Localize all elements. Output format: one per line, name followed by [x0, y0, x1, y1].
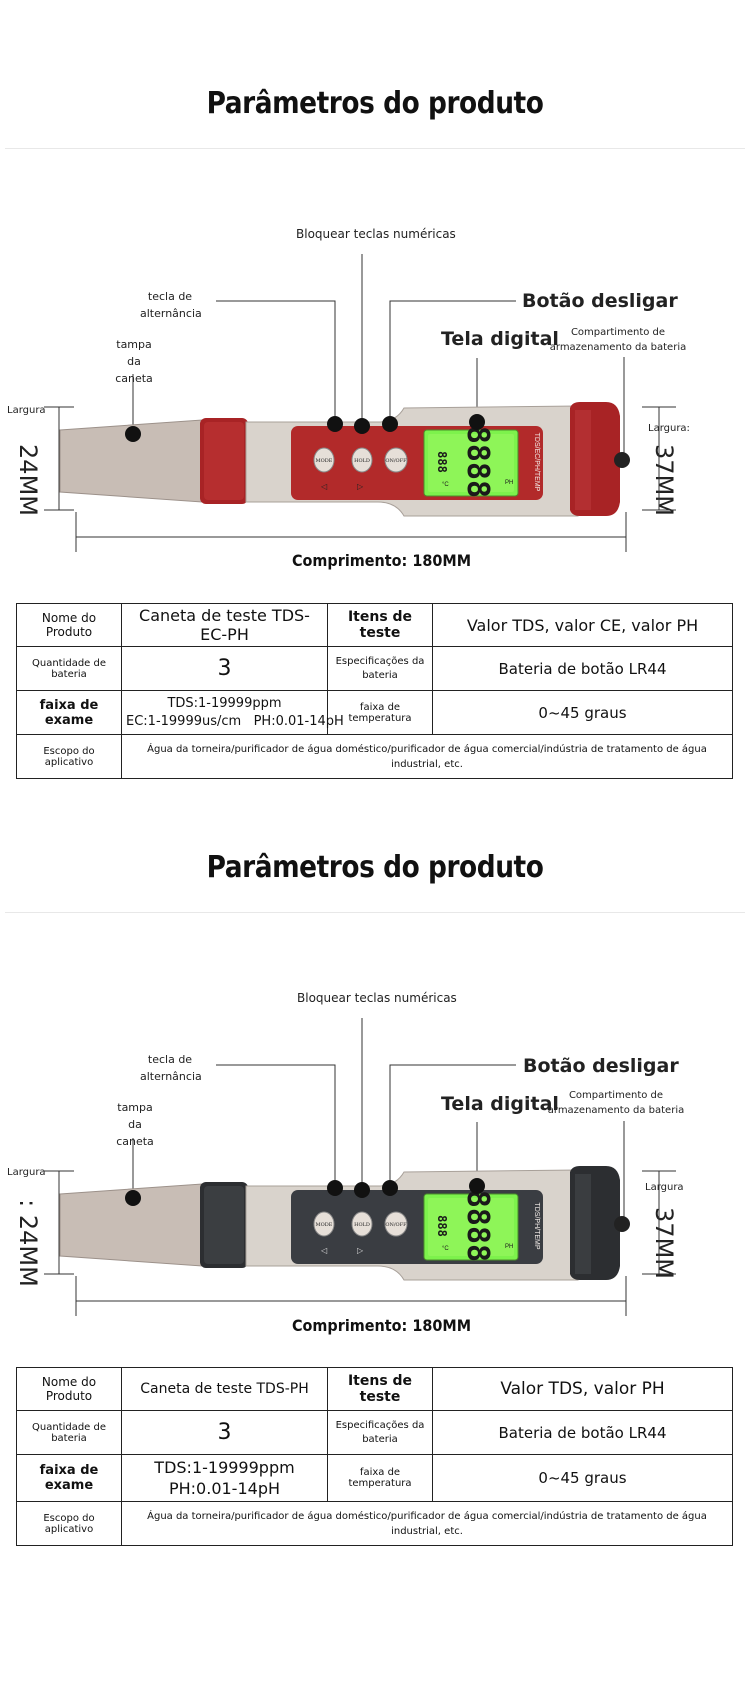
cell-key: Itens de teste — [327, 1367, 433, 1411]
cell-value: 0~45 graus — [432, 1454, 733, 1502]
svg-text:TDS/PH/TEMP: TDS/PH/TEMP — [533, 1202, 540, 1249]
battery-compartment-label: Compartimento de armazenamento da bateri… — [549, 327, 687, 353]
toggle-key-label: tecla de alternância — [140, 1053, 202, 1083]
cell-key: Escopo do aplicativo — [16, 734, 122, 779]
cell-value: 0~45 graus — [432, 690, 733, 735]
params-table: Nome do Produto Caneta de teste TDS-EC-P… — [16, 603, 733, 779]
table-row: Quantidade de bateria 3 Especificações d… — [16, 646, 733, 691]
divider — [5, 912, 745, 913]
svg-text:888: 888 — [435, 1215, 449, 1237]
cell-key: faixa de temperatura — [327, 1454, 433, 1502]
battery-cap — [570, 1166, 620, 1280]
pen-cap-label: tampa da caneta — [115, 338, 153, 385]
svg-text:TDS/EC/PH/TEMP: TDS/EC/PH/TEMP — [533, 433, 540, 492]
svg-text:°C: °C — [442, 1246, 449, 1252]
cell-key: Especificações da bateria — [327, 646, 433, 691]
length-label: Comprimento: 180MM — [291, 551, 472, 570]
cell-value: 3 — [121, 1410, 328, 1455]
cell-value: Água da torneira/purificador de água dom… — [121, 734, 733, 779]
table-row: Escopo do aplicativo Água da torneira/pu… — [16, 734, 733, 779]
cell-value: Valor TDS, valor PH — [432, 1367, 733, 1411]
svg-text:ON/OFF: ON/OFF — [385, 1222, 407, 1228]
cell-key: Quantidade de bateria — [16, 646, 122, 691]
svg-text:◁: ◁ — [321, 482, 328, 491]
toggle-key-label: tecla de alternância — [140, 290, 202, 320]
svg-text:8888: 8888 — [460, 1190, 495, 1262]
width-label-left: Largura — [7, 405, 46, 416]
product-section-1: Parâmetros do produto Bloquear teclas nu… — [0, 0, 750, 830]
width-label-right: Largura — [645, 1182, 684, 1193]
cell-key: faixa de temperatura — [327, 690, 433, 735]
cell-key: Escopo do aplicativo — [16, 1501, 122, 1546]
width-label-right: Largura: — [648, 423, 690, 434]
svg-text:▷: ▷ — [357, 482, 364, 491]
svg-text:PH: PH — [505, 1244, 513, 1250]
power-button-label: Botão desligar — [523, 1055, 679, 1077]
callout-lines — [44, 1018, 676, 1316]
cell-value: Água da torneira/purificador de água dom… — [121, 1501, 733, 1546]
cell-value: Valor TDS, valor CE, valor PH — [432, 603, 733, 647]
power-button-label: Botão desligar — [522, 290, 678, 312]
svg-text:PH: PH — [505, 480, 513, 486]
lanyard-loop — [614, 1216, 630, 1232]
device-buttons: MODE HOLD ON/OFF ◁ ▷ — [313, 447, 408, 491]
svg-text:◁: ◁ — [321, 1246, 328, 1255]
svg-text:▷: ▷ — [357, 1246, 364, 1255]
divider — [5, 148, 745, 149]
battery-compartment-label: Compartimento de armazenamento da bateri… — [547, 1090, 685, 1116]
lanyard-loop — [614, 452, 630, 468]
svg-text:MODE: MODE — [316, 1222, 333, 1228]
section-title: Parâmetros do produto — [206, 850, 544, 885]
callout-lines — [44, 254, 676, 552]
cell-value: Caneta de teste TDS-PH — [121, 1367, 328, 1411]
svg-text:MODE: MODE — [316, 458, 333, 464]
cell-key: faixa de exame — [16, 1454, 122, 1502]
lock-keys-label: Bloquear teclas numéricas — [296, 227, 456, 241]
params-table: Nome do Produto Caneta de teste TDS-PH I… — [16, 1367, 733, 1546]
device-buttons: MODE HOLD ON/OFF ◁ ▷ — [313, 1211, 408, 1255]
svg-text:888: 888 — [435, 451, 449, 473]
range-line-2: PH:0.01-14pH — [168, 1479, 280, 1498]
cell-value: TDS:1-19999ppm EC:1-19999us/cm PH:0.01-1… — [121, 690, 344, 735]
width-label-left: Largura — [7, 1167, 46, 1178]
svg-text:ON/OFF: ON/OFF — [385, 458, 407, 464]
battery-cap — [570, 402, 620, 516]
cell-value: 3 — [121, 646, 328, 691]
callout-dots — [125, 1178, 485, 1206]
cell-key: Quantidade de bateria — [16, 1410, 122, 1455]
digital-screen-label: Tela digital — [441, 328, 559, 350]
svg-text:HOLD: HOLD — [354, 458, 370, 464]
range-line-2: EC:1-19999us/cm PH:0.01-14pH — [126, 713, 344, 729]
lock-keys-label: Bloquear teclas numéricas — [297, 991, 457, 1005]
pen-cap-label: tampa da caneta — [116, 1101, 154, 1148]
cell-value: Caneta de teste TDS-EC-PH — [121, 603, 328, 647]
pen-illustration: MODE HOLD ON/OFF ◁ ▷ 8888 888 PH °C TDS/… — [44, 1018, 676, 1316]
cell-key: Itens de teste — [327, 603, 433, 647]
cell-value: Bateria de botão LR44 — [432, 646, 733, 691]
table-row: faixa de exame TDS:1-19999ppm PH:0.01-14… — [16, 1454, 733, 1502]
svg-text:8888: 8888 — [460, 426, 495, 498]
table-row: Nome do Produto Caneta de teste TDS-EC-P… — [16, 603, 733, 647]
digital-screen-label: Tela digital — [441, 1093, 559, 1115]
cell-value: Bateria de botão LR44 — [432, 1410, 733, 1455]
table-row: faixa de exame TDS:1-19999ppm EC:1-19999… — [16, 690, 733, 735]
cell-key: faixa de exame — [16, 690, 122, 735]
table-row: Nome do Produto Caneta de teste TDS-PH I… — [16, 1367, 733, 1411]
range-line-1: TDS:1-19999ppm — [167, 695, 282, 711]
svg-text:HOLD: HOLD — [354, 1222, 370, 1228]
cell-key: Especificações da bateria — [327, 1410, 433, 1455]
product-section-2: Parâmetros do produto Bloquear teclas nu… — [0, 830, 750, 1705]
table-row: Escopo do aplicativo Água da torneira/pu… — [16, 1501, 733, 1546]
pen-illustration: MODE HOLD ON/OFF ◁ ▷ 8888 888 PH °C TDS/… — [44, 254, 676, 552]
cell-key: Nome do Produto — [16, 603, 122, 647]
svg-text:°C: °C — [442, 482, 449, 488]
length-label: Comprimento: 180MM — [291, 1316, 472, 1335]
cell-key: Nome do Produto — [16, 1367, 122, 1411]
table-row: Quantidade de bateria 3 Especificações d… — [16, 1410, 733, 1455]
cell-value: TDS:1-19999ppm PH:0.01-14pH — [121, 1454, 328, 1502]
section-title: Parâmetros do produto — [206, 86, 544, 121]
range-line-1: TDS:1-19999ppm — [154, 1458, 295, 1477]
callout-dots — [125, 414, 485, 442]
